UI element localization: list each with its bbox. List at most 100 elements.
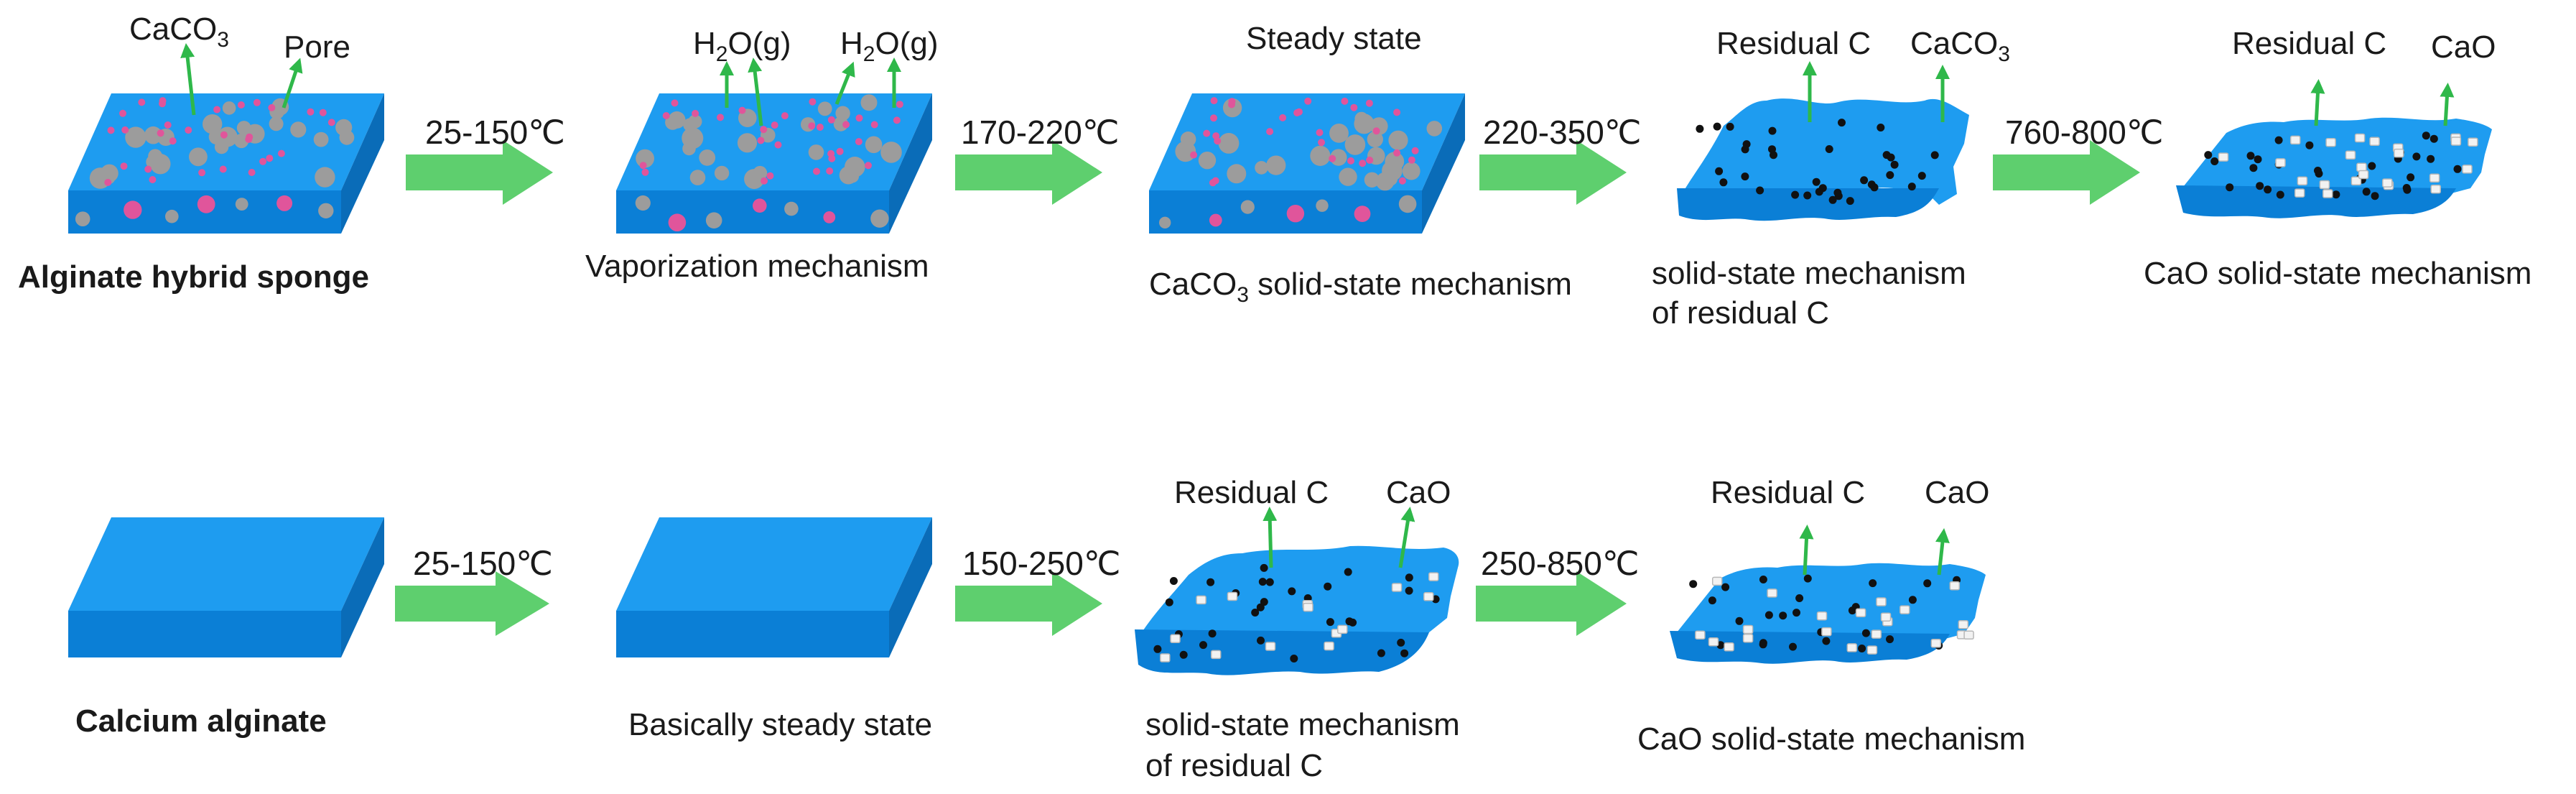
bottom-stage-3-sponge: Residual C CaO solid-state mechanism of … xyxy=(1135,475,1460,783)
stage-caption: Basically steady state xyxy=(628,707,932,742)
caco3-dot xyxy=(808,122,816,130)
block-side-face xyxy=(889,517,932,657)
caco3-dot xyxy=(1316,129,1324,137)
cao-cube xyxy=(1391,583,1403,592)
stage-caption-line1: solid-state mechanism xyxy=(1145,707,1460,742)
sponge-front-face xyxy=(616,190,889,234)
caco3-dot xyxy=(138,98,146,106)
pore-particle xyxy=(234,133,249,149)
transition-temperature: 760-800℃ xyxy=(2005,114,2163,151)
caco3-dot xyxy=(119,109,126,117)
residual-carbon-dot xyxy=(1877,124,1885,131)
block-front-face xyxy=(616,611,889,657)
transition-temperature: 150-250℃ xyxy=(962,545,1120,582)
pore-particle xyxy=(125,126,147,148)
cao-cube xyxy=(1337,624,1348,634)
stage-caption: CaO solid-state mechanism xyxy=(2144,256,2531,291)
caco3-dot xyxy=(781,112,789,120)
transition-arrow xyxy=(395,571,549,636)
caco3-dot xyxy=(771,121,778,129)
cao-cube xyxy=(1871,629,1882,639)
residual-carbon-dot xyxy=(1696,124,1704,133)
caco3-dot xyxy=(159,97,167,105)
caco3-dot xyxy=(757,137,765,144)
pore-particle xyxy=(1426,121,1443,137)
residual-carbon-dot xyxy=(2429,134,2438,143)
caco3-dot xyxy=(1190,151,1198,159)
caco3-dot xyxy=(164,121,172,129)
pore-particle xyxy=(668,111,686,129)
pore-particle xyxy=(208,129,224,145)
residual-carbon-dot xyxy=(1344,568,1352,576)
cao-cube xyxy=(1170,634,1181,644)
transition-arrow xyxy=(955,571,1102,636)
caco3-dot xyxy=(219,165,227,173)
front-particle xyxy=(235,198,248,211)
front-particle xyxy=(1286,205,1305,223)
residual-carbon-dot xyxy=(1719,178,1728,187)
transition-arrow xyxy=(1993,140,2140,205)
cao-cube xyxy=(2297,176,2308,185)
caco3-dot xyxy=(1372,127,1380,135)
gas-label-cao: CaO xyxy=(2431,29,2496,65)
gas-label-h2o: H2O(g) xyxy=(693,26,791,66)
sponge-front-face xyxy=(1149,190,1422,234)
caco3-dot xyxy=(121,126,129,134)
pore-particle xyxy=(1255,161,1268,175)
residual-carbon-dot xyxy=(1779,611,1787,620)
caco3-dot xyxy=(662,112,670,119)
residual-carbon-dot xyxy=(1887,153,1895,162)
top-transitions: 25-150℃ 170-220℃ 220-350℃ 760-800℃ xyxy=(406,114,2163,205)
stage-caption-line2: of residual C xyxy=(1652,295,1829,331)
transition-temperature: 220-350℃ xyxy=(1483,114,1641,151)
cao-cube xyxy=(2382,178,2393,188)
caco3-dot xyxy=(896,101,903,109)
residual-carbon-dot xyxy=(1768,126,1777,135)
transition-arrow xyxy=(1479,140,1627,205)
cao-cube xyxy=(2356,162,2367,172)
residual-carbon-dot xyxy=(1208,629,1217,638)
pore-particle xyxy=(100,170,116,185)
residual-carbon-dot xyxy=(1930,151,1939,160)
pore-particle xyxy=(203,114,223,134)
front-particle xyxy=(1398,195,1417,213)
cao-cube xyxy=(2319,180,2330,190)
residual-carbon-dot xyxy=(2264,185,2272,194)
residual-carbon-dot xyxy=(1825,145,1833,153)
carbon-dots xyxy=(1696,119,1939,206)
residual-carbon-dot xyxy=(1907,183,1916,191)
gas-label-residual-c: Residual C xyxy=(1174,475,1329,510)
cao-cube xyxy=(1963,630,1974,640)
cao-cube xyxy=(1708,637,1719,647)
residual-carbon-dot xyxy=(1260,598,1268,606)
transition-arrow xyxy=(1476,571,1627,636)
pore-particle xyxy=(808,144,824,160)
residual-carbon-dot xyxy=(2422,131,2430,140)
residual-carbon-dot xyxy=(2276,190,2284,199)
pore-particle xyxy=(269,116,284,131)
caco3-dot xyxy=(1359,160,1367,167)
residual-carbon-dot xyxy=(1869,579,1877,588)
gas-label-h2o: H2O(g) xyxy=(840,26,938,66)
residual-carbon-dot xyxy=(1789,642,1797,651)
stage-header: Steady state xyxy=(1246,21,1422,56)
pore-particle xyxy=(335,119,353,136)
gas-arrow xyxy=(1398,507,1415,568)
block-front-face xyxy=(68,611,341,657)
residual-carbon-dot xyxy=(1165,598,1173,606)
residual-carbon-dot xyxy=(1345,617,1354,626)
pore-particle xyxy=(753,165,768,180)
residual-carbon-dot xyxy=(1759,640,1767,649)
cao-cube xyxy=(1695,630,1706,640)
cao-cube xyxy=(1210,650,1222,660)
gas-label-residual-c: Residual C xyxy=(2232,26,2386,61)
caco3-dot xyxy=(248,169,256,176)
caco3-dot xyxy=(816,124,824,131)
cao-cube xyxy=(1423,592,1434,601)
cao-cube xyxy=(1866,645,1878,655)
residual-carbon-dot xyxy=(2210,157,2219,165)
pore-particle xyxy=(817,101,832,116)
gas-arrow xyxy=(1263,507,1278,568)
caco3-dot xyxy=(1347,157,1354,165)
cao-cube xyxy=(2275,158,2286,167)
